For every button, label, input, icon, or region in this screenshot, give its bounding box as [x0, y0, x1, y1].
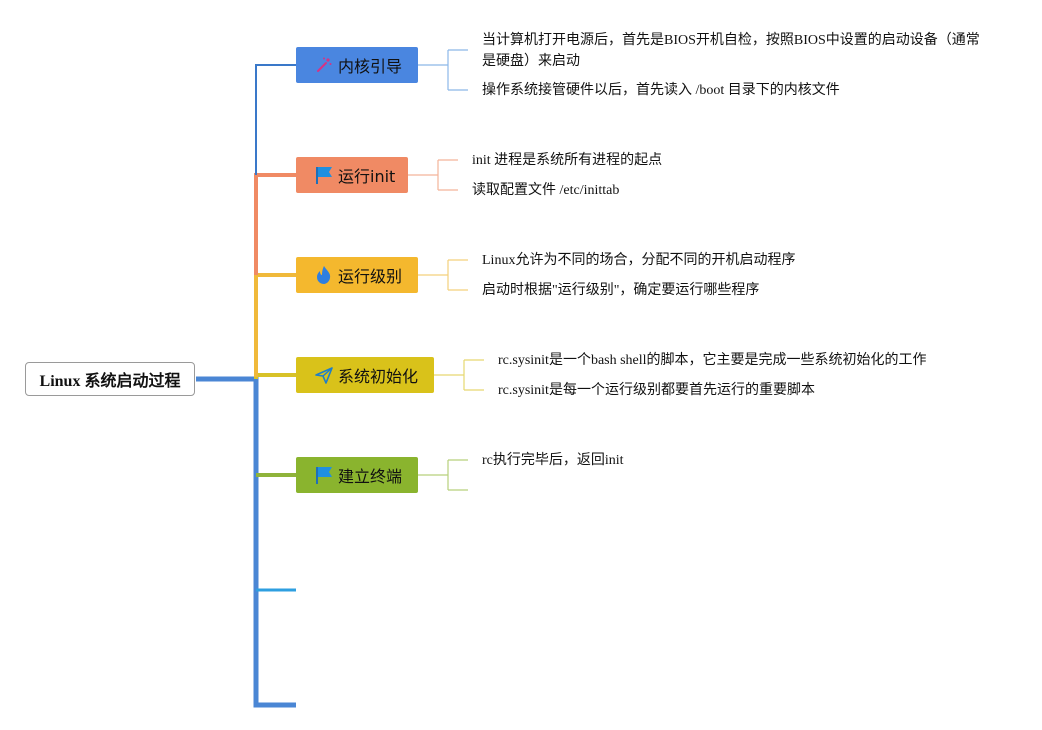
leaf-item: 读取配置文件 /etc/inittab	[472, 183, 620, 198]
flag-icon	[314, 465, 334, 485]
leaf-item: init 进程是系统所有进程的起点	[472, 153, 663, 168]
magic-wand-icon	[314, 55, 334, 75]
topic-label: 内核引导	[338, 57, 403, 76]
topic-label: 运行init	[338, 167, 396, 186]
flame-icon	[314, 265, 334, 285]
topic-label: 建立终端	[338, 467, 403, 486]
leaf-item: 操作系统接管硬件以后，首先读入 /boot 目录下的内核文件	[482, 83, 840, 98]
leaf-item: 当计算机打开电源后，首先是BIOS开机自检，按照BIOS中设置的启动设备（通常是…	[482, 33, 980, 69]
flag-icon	[314, 165, 334, 185]
leaf-item: rc执行完毕后，返回init	[482, 453, 624, 468]
topic-kernel-boot[interactable]: 内核引导	[296, 47, 418, 83]
topic-label: 运行级别	[338, 267, 403, 286]
paper-plane-icon	[314, 365, 334, 385]
topic-label: 系统初始化	[338, 367, 419, 386]
topic-run-level[interactable]: 运行级别	[296, 257, 418, 293]
topic-create-terminal[interactable]: 建立终端	[296, 457, 418, 493]
topic-run-init[interactable]: 运行init	[296, 157, 408, 193]
leaf-item: 启动时根据"运行级别"，确定要运行哪些程序	[482, 283, 760, 298]
topic-system-init[interactable]: 系统初始化	[296, 357, 434, 393]
leaf-item: rc.sysinit是每一个运行级别都要首先运行的重要脚本	[498, 383, 815, 398]
root-title: Linux 系统启动过程	[39, 373, 181, 390]
leaf-item: Linux允许为不同的场合，分配不同的开机启动程序	[482, 253, 796, 268]
root-topic[interactable]: Linux 系统启动过程	[25, 362, 195, 396]
leaf-item: rc.sysinit是一个bash shell的脚本，它主要是完成一些系统初始化…	[498, 353, 927, 368]
